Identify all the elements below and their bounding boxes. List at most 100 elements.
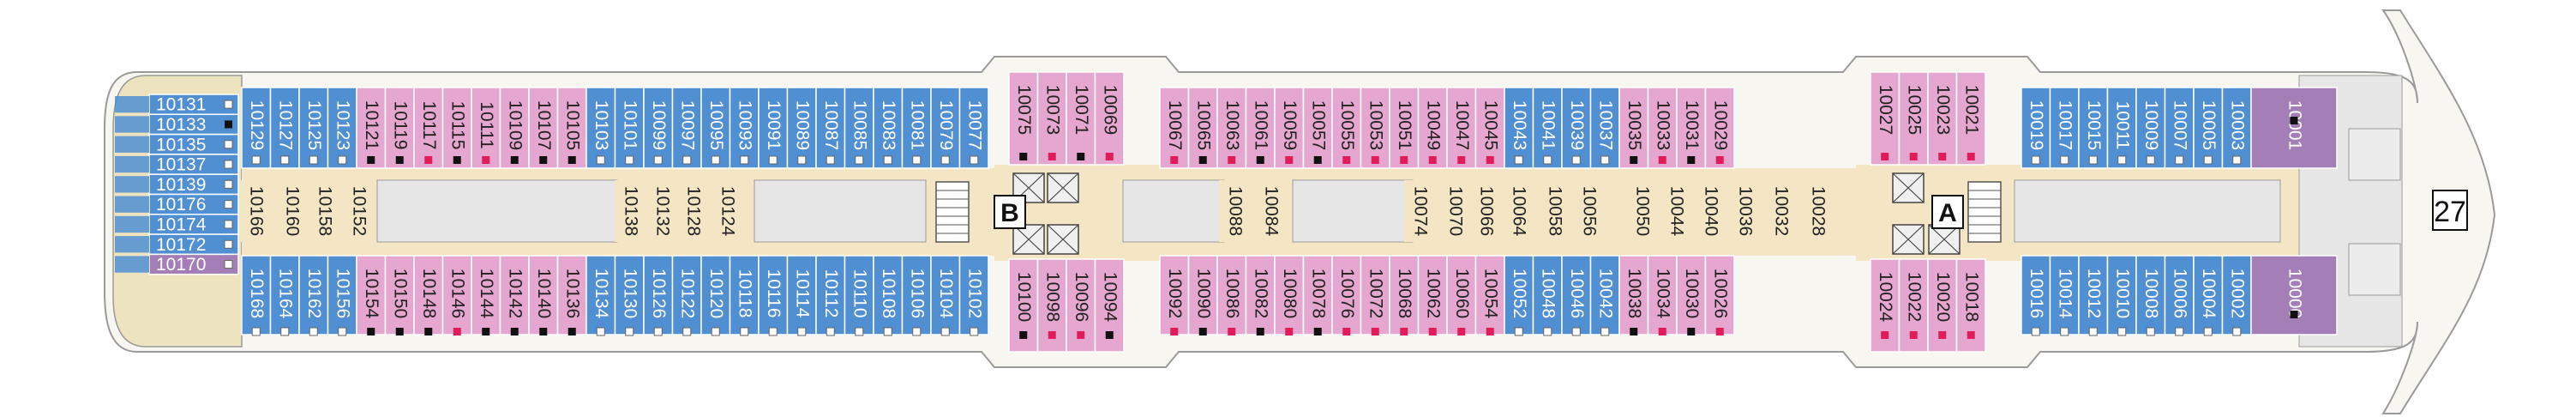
cabin-10072[interactable]: 10072 (1360, 255, 1390, 335)
cabin-shape[interactable] (276, 180, 307, 242)
cabin-shape[interactable] (1404, 180, 1435, 242)
cabin-shape[interactable] (343, 180, 374, 242)
cabin-shape[interactable] (1008, 71, 1039, 166)
cabin-10109[interactable]: 10109 (499, 87, 530, 169)
cabin-shape[interactable] (1870, 71, 1900, 166)
cabin-10142[interactable]: 10142 (499, 255, 530, 335)
cabin-10131[interactable]: 10131 (148, 94, 239, 116)
cabin-10116[interactable]: 10116 (758, 255, 789, 336)
cabin-shape[interactable] (1660, 180, 1691, 242)
cabin-shape[interactable] (1695, 180, 1726, 242)
cabin-shape[interactable] (2250, 87, 2338, 169)
cabin-10105[interactable]: 10105 (556, 87, 587, 169)
cabin-10020[interactable]: 10020 (1927, 258, 1958, 353)
cabin-10121[interactable]: 10121 (356, 87, 387, 169)
cabin-10137[interactable]: 10137 (148, 154, 239, 175)
cabin-10015[interactable]: 10015 (2078, 87, 2109, 169)
cabin-10124[interactable]: 10124 (712, 180, 742, 242)
cabin-10158[interactable]: 10158 (309, 180, 339, 242)
cabin-shape[interactable] (677, 180, 708, 242)
cabin-shape[interactable] (1216, 255, 1247, 335)
cabin-shape[interactable] (671, 255, 702, 335)
cabin-10067[interactable]: 10067 (1159, 87, 1190, 169)
cabin-shape[interactable] (615, 180, 646, 242)
cabin-shape[interactable] (1008, 258, 1039, 353)
cabin-shape[interactable] (646, 180, 677, 242)
cabin-10119[interactable]: 10119 (384, 87, 415, 169)
cabin-shape[interactable] (241, 255, 272, 335)
cabin-10014[interactable]: 10014 (2049, 255, 2080, 336)
cabin-shape[interactable] (1302, 87, 1333, 169)
cabin-shape[interactable] (1626, 180, 1657, 242)
cabin-shape[interactable] (413, 255, 444, 335)
cabin-10114[interactable]: 10114 (786, 255, 817, 336)
cabin-10059[interactable]: 10059 (1274, 87, 1305, 169)
cabin-10027[interactable]: 10027 (1870, 71, 1900, 166)
cabin-10004[interactable]: 10004 (2193, 255, 2224, 336)
cabin-10139[interactable]: 10139 (148, 173, 239, 196)
cabin-10001[interactable]: 10001 (2250, 87, 2338, 169)
cabin-shape[interactable] (1927, 71, 1958, 166)
cabin-10130[interactable]: 10130 (614, 255, 645, 336)
cabin-shape[interactable] (1187, 87, 1218, 169)
cabin-10110[interactable]: 10110 (844, 255, 874, 336)
cabin-10045[interactable]: 10045 (1474, 87, 1505, 169)
cabin-shape[interactable] (1504, 255, 1534, 335)
cabin-shape[interactable] (1446, 255, 1477, 335)
cabin-10107[interactable]: 10107 (528, 87, 559, 169)
cabin-10083[interactable]: 10083 (873, 87, 904, 169)
cabin-10028[interactable]: 10028 (1802, 180, 1833, 242)
cabin-shape[interactable] (241, 87, 272, 169)
cabin-shape[interactable] (1302, 255, 1333, 335)
cabin-10100[interactable]: 10100 (1008, 258, 1039, 353)
cabin-10150[interactable]: 10150 (384, 255, 415, 335)
cabin-10090[interactable]: 10090 (1187, 255, 1218, 335)
cabin-10080[interactable]: 10080 (1274, 255, 1305, 335)
cabin-10060[interactable]: 10060 (1446, 255, 1477, 335)
cabin-10160[interactable]: 10160 (276, 180, 307, 242)
cabin-10144[interactable]: 10144 (471, 255, 501, 335)
cabin-10050[interactable]: 10050 (1626, 180, 1657, 242)
cabin-10000[interactable]: 10000 (2250, 255, 2338, 335)
cabin-shape[interactable] (1765, 180, 1796, 242)
cabin-10122[interactable]: 10122 (671, 255, 702, 336)
cabin-shape[interactable] (815, 87, 846, 169)
cabin-shape[interactable] (471, 255, 501, 335)
cabin-10099[interactable]: 10099 (643, 87, 674, 169)
cabin-10069[interactable]: 10069 (1094, 71, 1125, 166)
cabin-10128[interactable]: 10128 (677, 180, 708, 242)
cabin-shape[interactable] (1219, 180, 1250, 242)
cabin-10024[interactable]: 10024 (1870, 258, 1900, 353)
cabin-shape[interactable] (901, 87, 932, 169)
cabin-10043[interactable]: 10043 (1504, 87, 1534, 169)
cabin-shape[interactable] (1094, 71, 1125, 166)
cabin-10052[interactable]: 10052 (1504, 255, 1534, 336)
cabin-shape[interactable] (2250, 255, 2338, 335)
cabin-10023[interactable]: 10023 (1927, 71, 1958, 166)
cabin-10118[interactable]: 10118 (729, 255, 760, 336)
cabin-shape[interactable] (1066, 71, 1096, 166)
cabin-shape[interactable] (309, 180, 339, 242)
cabin-10096[interactable]: 10096 (1066, 258, 1096, 353)
cabin-10112[interactable]: 10112 (815, 255, 846, 336)
cabin-shape[interactable] (1389, 87, 1420, 169)
cabin-10126[interactable]: 10126 (643, 255, 674, 336)
cabin-shape[interactable] (1439, 180, 1470, 242)
cabin-10156[interactable]: 10156 (327, 255, 357, 336)
cabin-shape[interactable] (643, 87, 674, 169)
cabin-10154[interactable]: 10154 (356, 255, 387, 335)
cabin-shape[interactable] (958, 87, 989, 169)
cabin-10041[interactable]: 10041 (1532, 87, 1563, 169)
cabin-shape[interactable] (758, 87, 789, 169)
cabin-shape[interactable] (384, 255, 415, 335)
cabin-shape[interactable] (1589, 87, 1620, 169)
cabin-10172[interactable]: 10172 (148, 233, 239, 256)
cabin-10115[interactable]: 10115 (441, 87, 472, 169)
cabin-10092[interactable]: 10092 (1159, 255, 1190, 335)
cabin-10166[interactable]: 10166 (240, 180, 271, 242)
cabin-shape[interactable] (1532, 87, 1563, 169)
cabin-10146[interactable]: 10146 (441, 255, 472, 335)
cabin-10123[interactable]: 10123 (327, 87, 357, 169)
cabin-10038[interactable]: 10038 (1618, 255, 1649, 335)
cabin-10108[interactable]: 10108 (873, 255, 904, 336)
